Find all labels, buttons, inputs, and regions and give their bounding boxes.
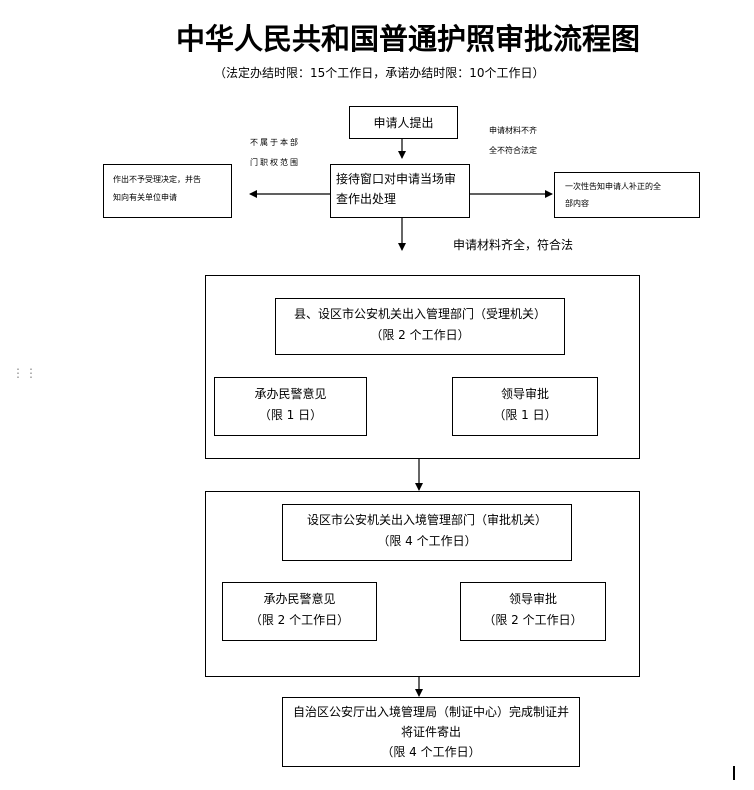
apply-box: 申请人提出 [349, 106, 458, 139]
section2-main-line2: （限 4 个工作日） [377, 534, 477, 548]
section2-right-box: 领导审批 （限 2 个工作日） [460, 582, 606, 641]
section1-right-box: 领导审批 （限 1 日） [452, 377, 598, 436]
left-note-line1: 不属于本部 [250, 138, 300, 147]
supplement-line1: 一次性告知申请人补正的全 [565, 182, 661, 191]
section1-left-line2: （限 1 日） [258, 408, 323, 422]
section2-left-line2: （限 2 个工作日） [249, 613, 350, 627]
section2-left-line1: 承办民警意见 [263, 592, 336, 606]
section1-right-line2: （限 1 日） [493, 408, 557, 422]
apply-label: 申请人提出 [373, 116, 434, 130]
section2-right-line2: （限 2 个工作日） [483, 613, 583, 627]
section2-right-line1: 领导审批 [508, 592, 557, 606]
left-note-line2: 门职权范围 [250, 158, 300, 167]
supplement-box: 一次性告知申请人补正的全 部内容 [554, 172, 700, 218]
page-subtitle: （法定办结时限：15个工作日，承诺办结时限：10个工作日） [214, 66, 545, 80]
text-cursor [733, 766, 735, 780]
section1-left-line1: 承办民警意见 [254, 387, 327, 401]
section2-left-box: 承办民警意见 （限 2 个工作日） [222, 582, 377, 641]
section2-main-line1: 设区市公安机关出入境管理部门（审批机关） [306, 513, 547, 527]
section1-main-line1: 县、设区市公安机关出入管理部门（受理机关） [293, 307, 546, 321]
window-line1: 接待窗口对申请当场审 [336, 172, 457, 186]
final-line3: （限 4 个工作日） [381, 745, 481, 759]
right-note-line2: 全不符合法定 [489, 146, 537, 155]
accept-note: 申请材料齐全，符合法 [453, 238, 574, 252]
section1-main-line2: （限 2 个工作日） [370, 328, 470, 342]
final-line1: 自治区公安厅出入境管理局（制证中心）完成制证并 [292, 705, 569, 719]
reject-box: 作出不予受理决定，并告 知向有关单位申请 [103, 164, 232, 218]
window-line2: 查作出处理 [336, 192, 397, 206]
window-box: 接待窗口对申请当场审 查作出处理 [330, 164, 470, 218]
page-title: 中华人民共和国普通护照审批流程图 [176, 22, 641, 56]
drag-handle-icon[interactable]: ⋮⋮ [12, 366, 38, 380]
section1-left-box: 承办民警意见 （限 1 日） [214, 377, 367, 436]
reject-line2: 知向有关单位申请 [113, 193, 177, 202]
section1-main-box: 县、设区市公安机关出入管理部门（受理机关） （限 2 个工作日） [275, 298, 565, 355]
final-box: 自治区公安厅出入境管理局（制证中心）完成制证并 将证件寄出 （限 4 个工作日） [282, 697, 580, 767]
reject-line1: 作出不予受理决定，并告 [113, 175, 201, 184]
final-line2: 将证件寄出 [400, 725, 461, 739]
right-note-line1: 申请材料不齐 [489, 126, 537, 135]
section1-right-line1: 领导审批 [500, 387, 549, 401]
section2-main-box: 设区市公安机关出入境管理部门（审批机关） （限 4 个工作日） [282, 504, 572, 561]
supplement-line2: 部内容 [565, 199, 589, 208]
